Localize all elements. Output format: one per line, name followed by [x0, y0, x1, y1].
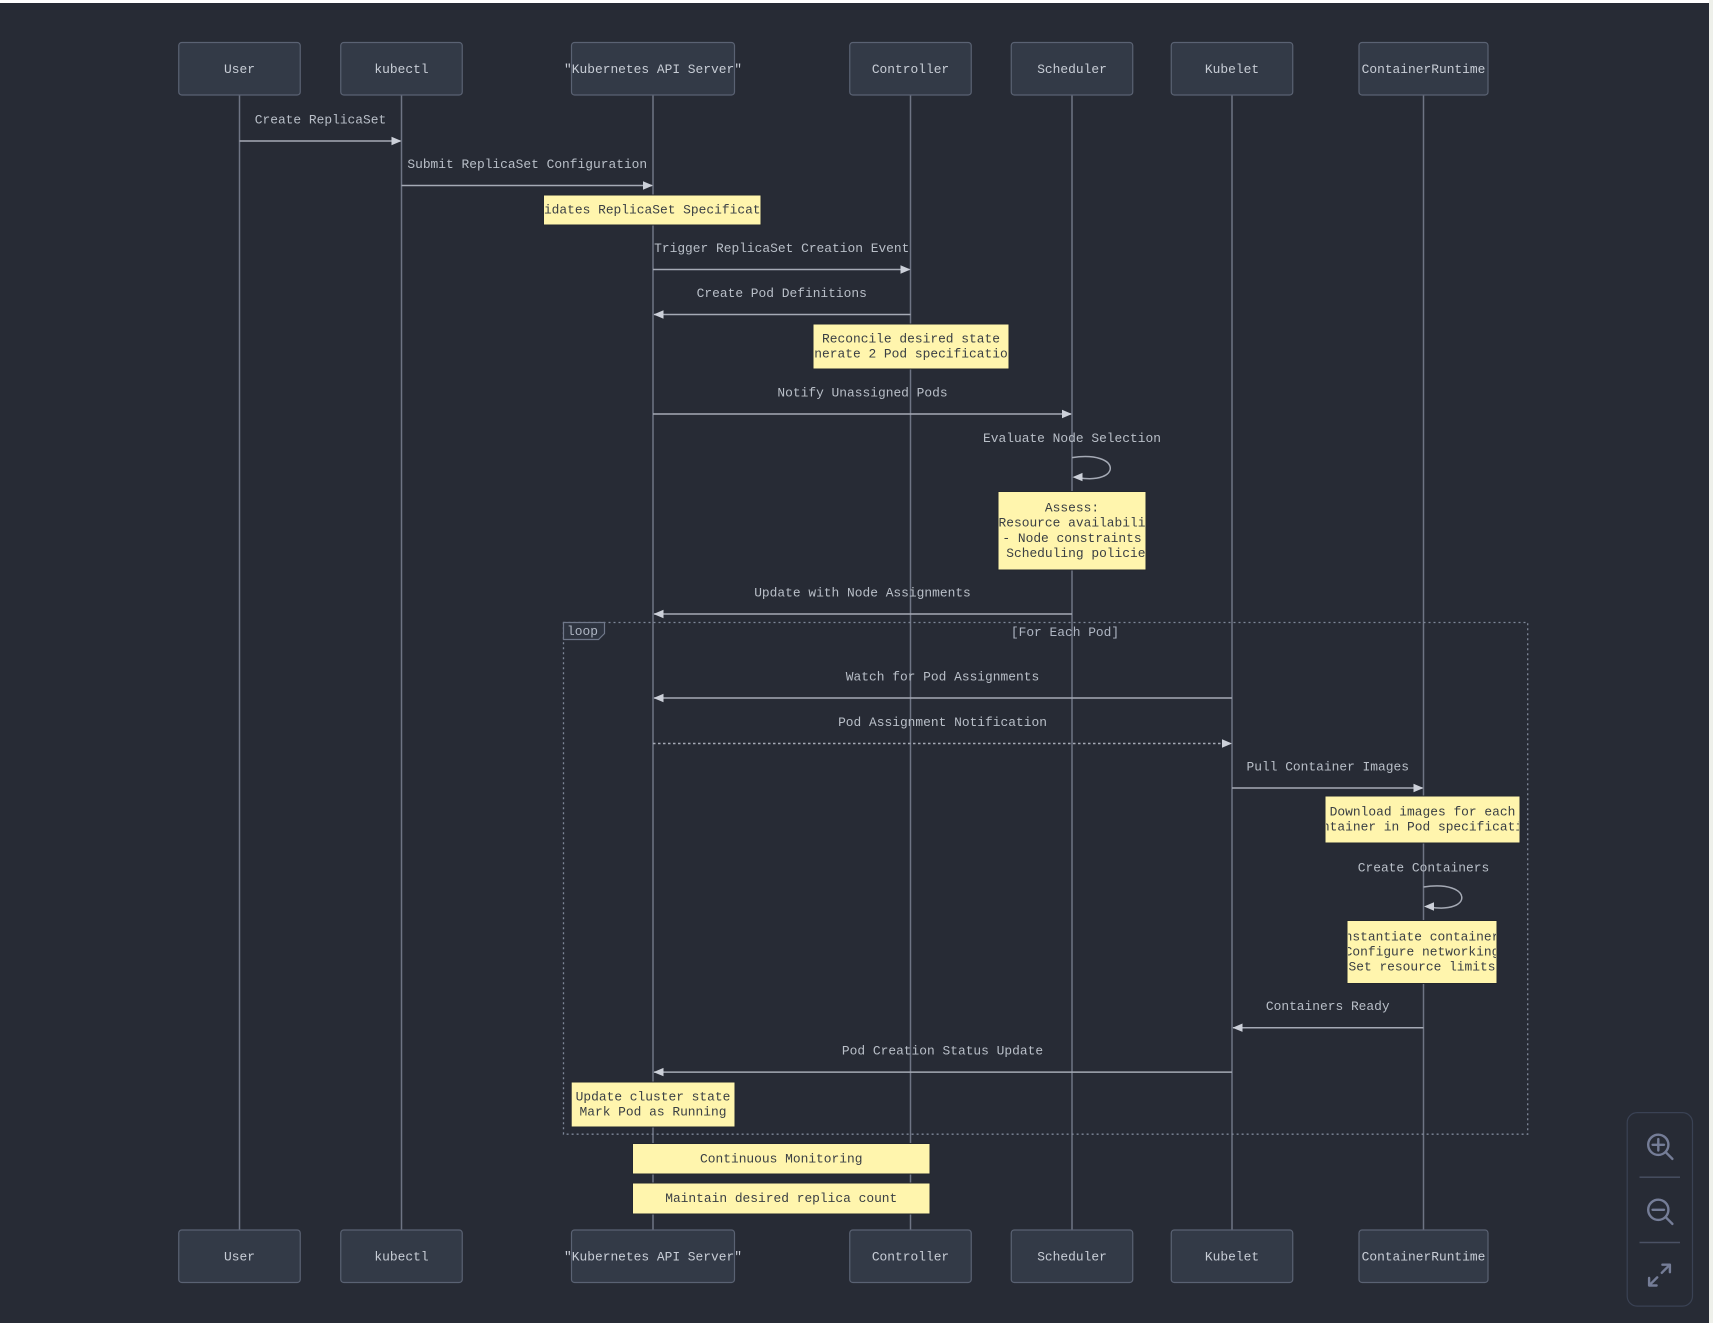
svg-text:- Resource availability: - Resource availability	[983, 516, 1161, 531]
svg-text:"Kubernetes API Server": "Kubernetes API Server"	[564, 62, 742, 77]
svg-text:[For Each Pod]: [For Each Pod]	[1011, 625, 1119, 640]
svg-text:Update with Node Assignments: Update with Node Assignments	[754, 586, 971, 601]
svg-text:Kubelet: Kubelet	[1205, 62, 1259, 77]
svg-text:User: User	[224, 62, 255, 77]
svg-text:kubectl: kubectl	[374, 62, 428, 77]
svg-text:Configure networking: Configure networking	[1345, 945, 1500, 960]
svg-text:Pod Assignment Notification: Pod Assignment Notification	[838, 715, 1047, 730]
svg-text:Create ReplicaSet: Create ReplicaSet	[255, 113, 387, 128]
svg-text:Generate 2 Pod specifications: Generate 2 Pod specifications	[799, 347, 1023, 362]
svg-text:ContainerRuntime: ContainerRuntime	[1362, 62, 1486, 77]
svg-text:User: User	[224, 1249, 255, 1264]
svg-text:Evaluate Node Selection: Evaluate Node Selection	[983, 431, 1161, 446]
svg-text:Set resource limits: Set resource limits	[1349, 960, 1496, 975]
svg-text:Pod Creation Status Update: Pod Creation Status Update	[842, 1044, 1043, 1059]
svg-text:Continuous Monitoring: Continuous Monitoring	[700, 1151, 862, 1166]
svg-text:Reconcile desired state: Reconcile desired state	[822, 331, 1000, 346]
svg-text:Containers Ready: Containers Ready	[1266, 999, 1390, 1014]
svg-text:"Kubernetes API Server": "Kubernetes API Server"	[564, 1249, 742, 1264]
svg-text:kubectl: kubectl	[374, 1249, 428, 1264]
svg-text:loop: loop	[567, 624, 598, 639]
svg-text:Pull Container Images: Pull Container Images	[1247, 760, 1409, 775]
svg-text:Scheduler: Scheduler	[1037, 1249, 1107, 1264]
svg-text:- Scheduling policies: - Scheduling policies	[991, 546, 1153, 561]
svg-text:Submit ReplicaSet Configuratio: Submit ReplicaSet Configuration	[407, 157, 647, 172]
svg-text:Mark Pod as Running: Mark Pod as Running	[580, 1105, 727, 1120]
svg-text:- Node constraints: - Node constraints	[1002, 531, 1141, 546]
svg-text:Maintain desired replica count: Maintain desired replica count	[665, 1191, 897, 1206]
svg-text:Controller: Controller	[872, 1249, 949, 1264]
svg-text:Watch for Pod Assignments: Watch for Pod Assignments	[846, 670, 1039, 685]
svg-text:container in Pod specification: container in Pod specification	[1306, 820, 1538, 835]
svg-text:Trigger ReplicaSet Creation Ev: Trigger ReplicaSet Creation Event	[654, 241, 909, 256]
svg-text:Download images for each: Download images for each	[1330, 804, 1516, 819]
svg-text:Create Pod Definitions: Create Pod Definitions	[697, 286, 867, 301]
svg-text:Scheduler: Scheduler	[1037, 62, 1107, 77]
svg-text:Update cluster state: Update cluster state	[576, 1089, 731, 1104]
svg-text:Create Containers: Create Containers	[1358, 861, 1490, 876]
svg-text:Notify Unassigned Pods: Notify Unassigned Pods	[777, 386, 947, 401]
svg-text:Instantiate containers: Instantiate containers	[1337, 929, 1507, 944]
svg-text:ContainerRuntime: ContainerRuntime	[1362, 1249, 1486, 1264]
svg-text:Controller: Controller	[872, 62, 949, 77]
svg-text:Kubelet: Kubelet	[1205, 1249, 1259, 1264]
svg-text:Assess:: Assess:	[1045, 500, 1099, 515]
svg-text:Validates ReplicaSet Specifica: Validates ReplicaSet Specification	[521, 203, 784, 218]
